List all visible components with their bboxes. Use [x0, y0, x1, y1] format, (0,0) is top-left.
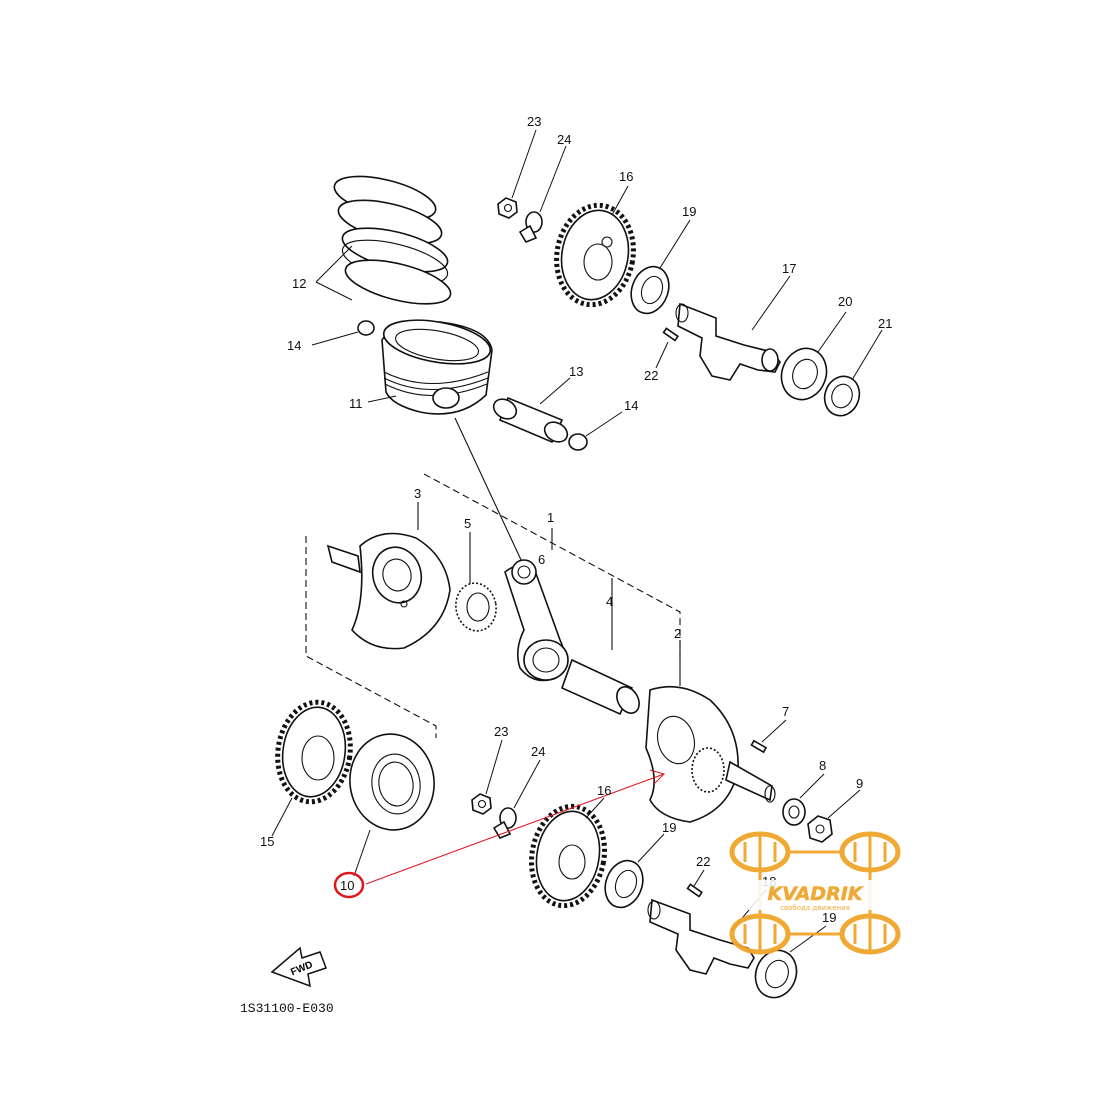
- key-7: [750, 739, 768, 754]
- lock-washer-24-upper: [518, 211, 543, 243]
- crankshaft-left-half: [326, 532, 451, 650]
- bearing-20: [780, 347, 828, 401]
- balancer-shaft-lower: [647, 898, 755, 975]
- logo-brand: KVADRIK: [767, 883, 863, 905]
- piston: [381, 319, 493, 415]
- callout-7: 7: [782, 704, 789, 719]
- callout-10: 10: [340, 878, 354, 893]
- piston-pin-clip-upper: [357, 320, 375, 336]
- callout-13: 13: [569, 364, 583, 379]
- callout-20: 20: [838, 294, 852, 309]
- piston-pin: [492, 396, 569, 444]
- crankshaft-right-half: [645, 685, 776, 823]
- callout-15: 15: [260, 834, 274, 849]
- callout-19-lower: 19: [662, 820, 676, 835]
- crankshaft-assembly-frame: [305, 473, 681, 738]
- balancer-gear-lower: [528, 803, 608, 909]
- callout-12: 12: [292, 276, 306, 291]
- callout-11: 11: [349, 396, 363, 411]
- callout-1: 1: [547, 510, 554, 525]
- callout-3: 3: [414, 486, 421, 501]
- callout-14-upper: 14: [287, 338, 301, 353]
- callout-24-lower: 24: [531, 744, 545, 759]
- logo-tagline: свобода движения: [780, 904, 850, 912]
- key-22-lower: [686, 883, 703, 898]
- callout-5: 5: [464, 516, 471, 531]
- bearing-19-upper: [630, 265, 670, 315]
- callout-2: 2: [674, 626, 681, 641]
- nut-23-upper: [497, 197, 518, 219]
- callout-23-upper: 23: [527, 114, 541, 129]
- primary-drive-gear: [275, 699, 353, 805]
- callout-19-upper: 19: [682, 204, 696, 219]
- nut-23-lower: [471, 793, 492, 815]
- callout-9: 9: [856, 776, 863, 791]
- callout-19-lower-right: 19: [822, 910, 836, 925]
- callout-17: 17: [782, 261, 796, 276]
- lock-washer-24-lower: [492, 807, 517, 839]
- forward-direction-arrow: FWD: [270, 946, 327, 988]
- callout-6: 6: [538, 552, 545, 567]
- crank-pin: [560, 658, 640, 716]
- piston-rings: [333, 175, 452, 305]
- callout-24-upper: 24: [557, 132, 571, 147]
- oil-seal-21: [823, 375, 861, 417]
- balancer-gear-upper: [554, 202, 636, 308]
- callout-21: 21: [878, 316, 892, 331]
- logo-banner: [744, 880, 886, 910]
- piston-pin-clip-lower: [568, 433, 588, 451]
- key-22-upper: [662, 327, 679, 342]
- callout-16-lower: 16: [597, 783, 611, 798]
- needle-bearing: [455, 582, 497, 632]
- balancer-shaft-upper: [675, 302, 781, 381]
- bearing-19-lower: [604, 859, 644, 909]
- callout-16-upper: 16: [619, 169, 633, 184]
- crankshaft-bearing-10: [349, 733, 435, 831]
- callout-8: 8: [819, 758, 826, 773]
- highlight-pointer: [333, 769, 665, 899]
- washer-8: [782, 798, 806, 826]
- callout-4: 4: [606, 594, 613, 609]
- bearing-19-lower-right: [754, 949, 798, 999]
- connecting-rod: [504, 559, 569, 682]
- highlight-circle: [333, 871, 365, 899]
- kvadrik-watermark-logo: KVADRIK свобода движения: [729, 831, 901, 955]
- diagram-code: 1S31100-E030: [240, 1001, 334, 1016]
- nut-9: [807, 815, 833, 843]
- callout-labels: 23 24 16 19 17 20 21 22 12 14 11 13 14 3…: [260, 114, 892, 925]
- callout-14-lower: 14: [624, 398, 638, 413]
- callout-22-upper: 22: [644, 368, 658, 383]
- callout-23-lower: 23: [494, 724, 508, 739]
- callout-22-lower: 22: [696, 854, 710, 869]
